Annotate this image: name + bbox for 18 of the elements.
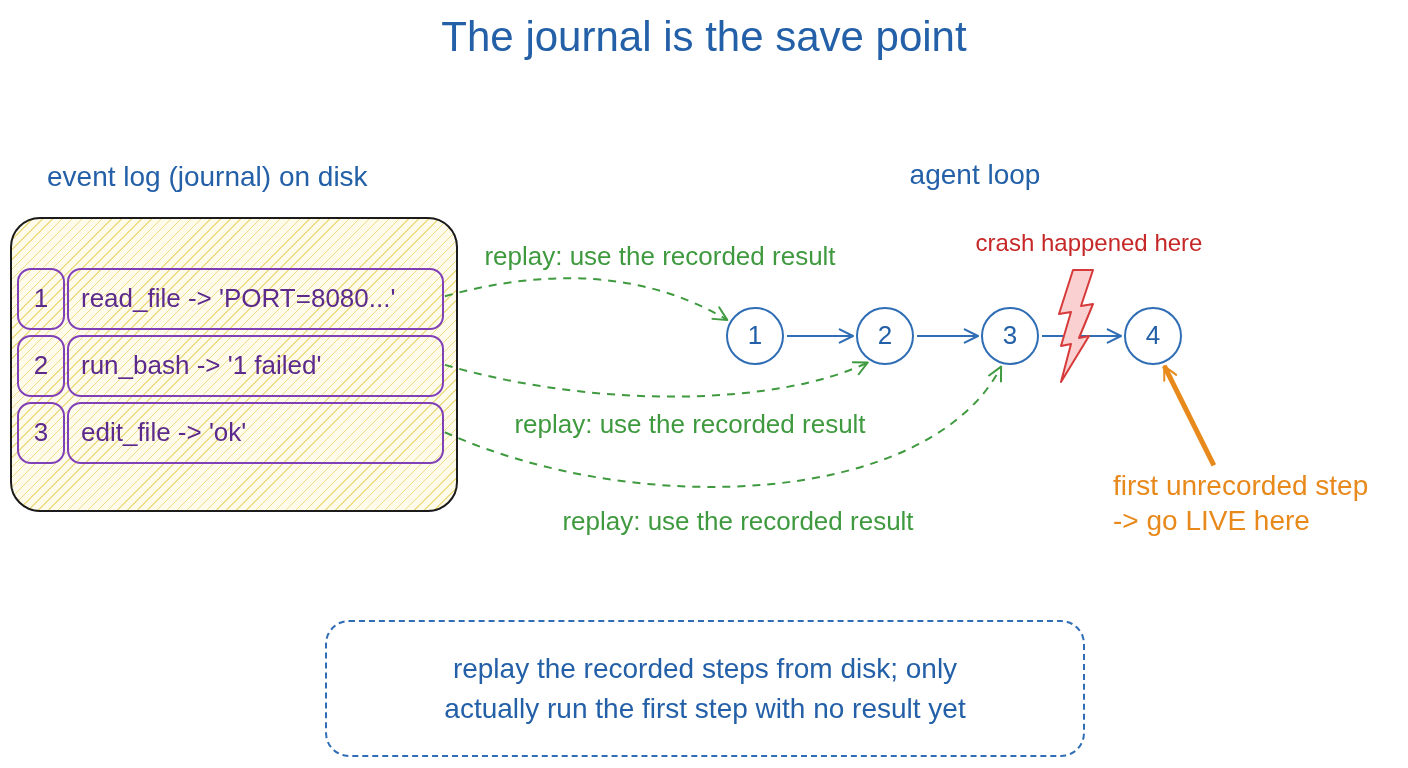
number-box: 2 [17,335,65,397]
log-entry-box: edit_file -> 'ok' [67,402,444,464]
dashed-arrow [443,277,729,321]
crash-label: crash happened here [975,228,1203,258]
arrow [916,328,979,344]
number-box: 3 [17,402,65,464]
section-heading: agent loop [909,158,1041,192]
arrow [1162,364,1217,467]
log-entry-box: read_file -> 'PORT=8080...' [67,268,444,330]
number-box: 1 [17,268,65,330]
arrow [786,328,854,344]
dashed-arrow [443,360,869,398]
log-entry-box: run_bash -> '1 failed' [67,335,444,397]
annotation-text: first unrecorded step -> go LIVE here [1113,468,1375,540]
title: The journal is the save point [441,12,967,62]
note-box: replay the recorded steps from disk; only actually run the first step with no result yet [325,620,1085,757]
box-heading: event log (journal) on disk [47,160,368,194]
dashed-arrow [443,365,1003,488]
